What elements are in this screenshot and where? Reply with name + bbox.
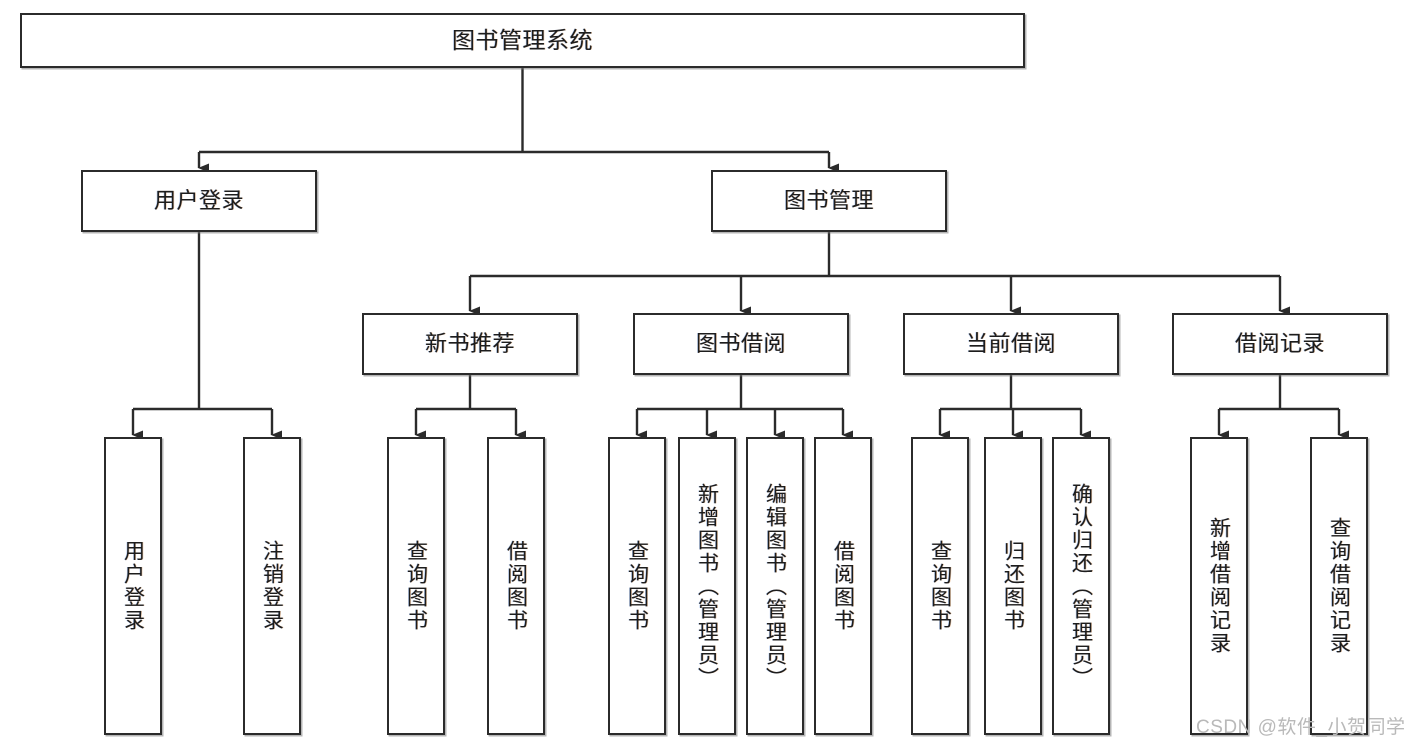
- node-leaf-query-book-1[interactable]: 查询图书: [387, 437, 445, 735]
- node-label: 借阅图书: [504, 540, 528, 632]
- node-leaf-query-record[interactable]: 查询借阅记录: [1310, 437, 1368, 735]
- node-leaf-query-book-2[interactable]: 查询图书: [608, 437, 666, 735]
- node-leaf-user-logout[interactable]: 注销登录: [243, 437, 301, 735]
- node-leaf-return-book[interactable]: 归还图书: [984, 437, 1042, 735]
- node-leaf-user-login[interactable]: 用户登录: [104, 437, 162, 735]
- node-leaf-borrow-book-1[interactable]: 借阅图书: [487, 437, 545, 735]
- csdn-watermark: CSDN @软件_小贺同学: [1196, 717, 1405, 738]
- node-label: 查询图书: [404, 540, 428, 632]
- node-label: 借阅记录: [1234, 330, 1325, 356]
- node-borrow-record[interactable]: 借阅记录: [1172, 313, 1388, 375]
- node-leaf-confirm-return[interactable]: 确认归还（管理员）: [1052, 437, 1110, 735]
- node-label: 图书管理系统: [452, 26, 593, 53]
- node-label: 查询借阅记录: [1327, 517, 1351, 655]
- node-label: 新书推荐: [424, 330, 515, 356]
- node-label: 新增借阅记录: [1207, 517, 1231, 655]
- node-current-borrow[interactable]: 当前借阅: [903, 313, 1119, 375]
- node-leaf-query-book-3[interactable]: 查询图书: [911, 437, 969, 735]
- node-label: 图书管理: [783, 187, 874, 213]
- node-leaf-add-book[interactable]: 新增图书（管理员）: [678, 437, 736, 735]
- node-label: 归还图书: [1001, 540, 1025, 632]
- node-book-borrow[interactable]: 图书借阅: [633, 313, 849, 375]
- node-leaf-add-record[interactable]: 新增借阅记录: [1190, 437, 1248, 735]
- node-leaf-edit-book[interactable]: 编辑图书（管理员）: [746, 437, 804, 735]
- node-book-manage[interactable]: 图书管理: [711, 170, 947, 232]
- node-root[interactable]: 图书管理系统: [20, 13, 1025, 68]
- node-label: 注销登录: [260, 540, 284, 632]
- node-label: 用户登录: [121, 540, 145, 632]
- node-label: 编辑图书（管理员）: [763, 482, 787, 690]
- node-label: 用户登录: [153, 187, 244, 213]
- node-user-login[interactable]: 用户登录: [81, 170, 317, 232]
- node-leaf-borrow-book-2[interactable]: 借阅图书: [814, 437, 872, 735]
- node-label: 图书借阅: [695, 330, 786, 356]
- node-label: 当前借阅: [965, 330, 1056, 356]
- node-label: 新增图书（管理员）: [695, 482, 719, 690]
- node-label: 确认归还（管理员）: [1069, 482, 1093, 690]
- node-new-book-rec[interactable]: 新书推荐: [362, 313, 578, 375]
- node-label: 查询图书: [928, 540, 952, 632]
- node-label: 借阅图书: [831, 540, 855, 632]
- node-label: 查询图书: [625, 540, 649, 632]
